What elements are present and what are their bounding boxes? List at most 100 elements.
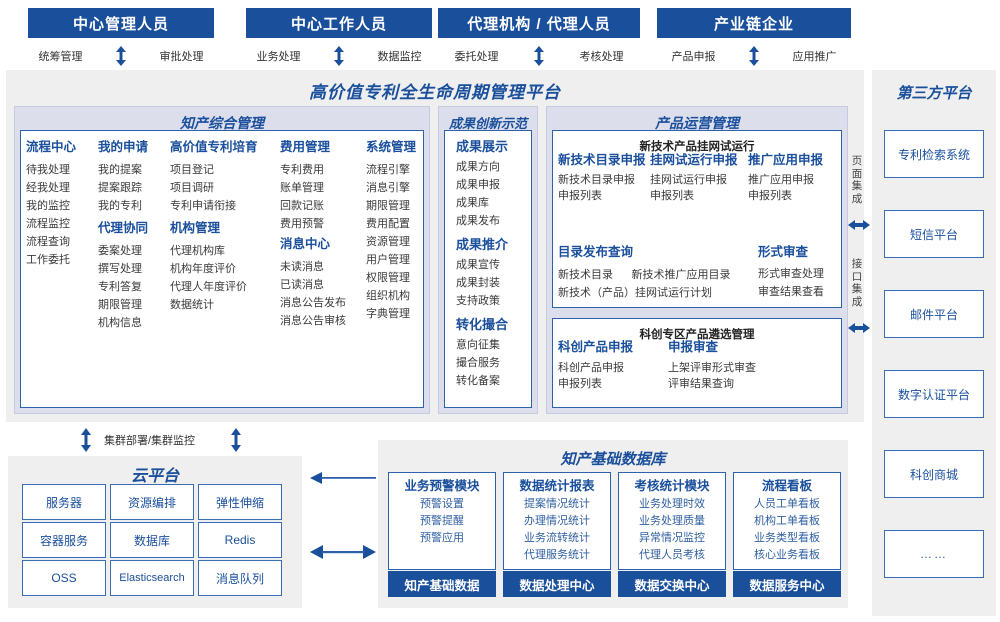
column-item[interactable]: 代理人年度评价	[170, 281, 247, 293]
column-item[interactable]: 上架评审形式审查	[668, 362, 756, 374]
column-item[interactable]: 费用配置	[366, 218, 410, 230]
thirdparty-item-2[interactable]: 邮件平台	[884, 290, 984, 338]
column-item[interactable]: 委案处理	[98, 245, 142, 257]
column-item[interactable]: 回款记账	[280, 200, 324, 212]
column-item[interactable]: 审查结果查看	[758, 286, 824, 298]
column-item[interactable]: 用户管理	[366, 254, 410, 266]
column-item[interactable]: 机构年度评价	[170, 263, 236, 275]
column-item[interactable]: 申报列表	[558, 190, 602, 202]
cloud-tile-0[interactable]: 服务器	[22, 484, 106, 520]
db-column-item[interactable]: 代理服务统计	[524, 549, 590, 561]
column-item[interactable]: 待我处理	[26, 164, 70, 176]
column-item[interactable]: 成果库	[456, 197, 489, 209]
role-bar-2[interactable]: 代理机构 / 代理人员	[438, 8, 640, 38]
column-item[interactable]: 消息公告审核	[280, 315, 346, 327]
column-item[interactable]: 经我处理	[26, 182, 70, 194]
role-bar-1[interactable]: 中心工作人员	[246, 8, 432, 38]
db-column-item[interactable]: 代理人员考核	[639, 549, 705, 561]
column-item[interactable]: 已读消息	[280, 279, 324, 291]
column-item[interactable]: 新技术目录	[558, 269, 613, 281]
column-item[interactable]: 字典管理	[366, 308, 410, 320]
column-item[interactable]: 项目登记	[170, 164, 214, 176]
column-item[interactable]: 组织机构	[366, 290, 410, 302]
cloud-tile-5[interactable]: Redis	[198, 522, 282, 558]
db-column-item[interactable]: 业务处理时效	[639, 498, 705, 510]
column-item[interactable]: 消息公告发布	[280, 297, 346, 309]
column-item[interactable]: 申报列表	[748, 190, 792, 202]
column-item[interactable]: 新技术（产品）挂网试运行计划	[558, 287, 712, 299]
column-item[interactable]: 撰写处理	[98, 263, 142, 275]
thirdparty-item-4[interactable]: 科创商城	[884, 450, 984, 498]
column-item[interactable]: 成果方向	[456, 161, 500, 173]
column-item[interactable]: 费用预警	[280, 218, 324, 230]
db-column-item[interactable]: 预警设置	[420, 498, 464, 510]
column-item[interactable]: 项目调研	[170, 182, 214, 194]
db-column-item[interactable]: 异常情况监控	[639, 532, 705, 544]
column-item[interactable]: 未读消息	[280, 261, 324, 273]
cloud-tile-4[interactable]: 数据库	[110, 522, 194, 558]
column-item[interactable]: 评审结果查询	[668, 378, 734, 390]
column-item[interactable]: 专利费用	[280, 164, 324, 176]
database-footer-2[interactable]: 数据交换中心	[618, 571, 726, 597]
column-item[interactable]: 我的提案	[98, 164, 142, 176]
column-item[interactable]: 转化备案	[456, 375, 500, 387]
db-column-item[interactable]: 预警应用	[420, 532, 464, 544]
column-item[interactable]: 数据统计	[170, 299, 214, 311]
cloud-tile-7[interactable]: Elasticsearch	[110, 560, 194, 596]
column-item[interactable]: 支持政策	[456, 295, 500, 307]
column-item[interactable]: 挂网试运行申报	[650, 174, 727, 186]
column-item[interactable]: 科创产品申报	[558, 362, 624, 374]
db-column-item[interactable]: 办理情况统计	[524, 515, 590, 527]
column-item[interactable]: 流程监控	[26, 218, 70, 230]
db-column-item[interactable]: 业务处理质量	[639, 515, 705, 527]
column-item[interactable]: 撮合服务	[456, 357, 500, 369]
thirdparty-item-3[interactable]: 数字认证平台	[884, 370, 984, 418]
cloud-tile-6[interactable]: OSS	[22, 560, 106, 596]
column-item[interactable]: 机构信息	[98, 317, 142, 329]
column-item[interactable]: 权限管理	[366, 272, 410, 284]
db-column-item[interactable]: 机构工单看板	[754, 515, 820, 527]
column-item[interactable]: 流程查询	[26, 236, 70, 248]
column-item[interactable]: 专利答复	[98, 281, 142, 293]
column-item[interactable]: 新技术推广应用目录	[631, 269, 731, 281]
column-item[interactable]: 推广应用申报	[748, 174, 814, 186]
column-item[interactable]: 成果封装	[456, 277, 500, 289]
column-item[interactable]: 专利申请衔接	[170, 200, 236, 212]
cloud-tile-1[interactable]: 资源编排	[110, 484, 194, 520]
column-item[interactable]: 形式审查处理	[758, 268, 824, 280]
column-item[interactable]: 期限管理	[98, 299, 142, 311]
column-item[interactable]: 账单管理	[280, 182, 324, 194]
db-column-item[interactable]: 核心业务看板	[754, 549, 820, 561]
column-item[interactable]: 工作委托	[26, 254, 70, 266]
db-column-item[interactable]: 人员工单看板	[754, 498, 820, 510]
column-item[interactable]: 成果申报	[456, 179, 500, 191]
column-item[interactable]: 成果发布	[456, 215, 500, 227]
thirdparty-item-0[interactable]: 专利检索系统	[884, 130, 984, 178]
column-item[interactable]: 期限管理	[366, 200, 410, 212]
cloud-tile-2[interactable]: 弹性伸缩	[198, 484, 282, 520]
role-bar-0[interactable]: 中心管理人员	[28, 8, 214, 38]
column-item[interactable]: 我的监控	[26, 200, 70, 212]
column-item[interactable]: 成果宣传	[456, 259, 500, 271]
thirdparty-item-5[interactable]: ……	[884, 530, 984, 578]
role-bar-3[interactable]: 产业链企业	[657, 8, 851, 38]
db-column-item[interactable]: 预警提醒	[420, 515, 464, 527]
db-column-item[interactable]: 业务类型看板	[754, 532, 820, 544]
column-item[interactable]: 申报列表	[558, 378, 602, 390]
column-item[interactable]: 申报列表	[650, 190, 694, 202]
column-item[interactable]: 提案跟踪	[98, 182, 142, 194]
column-item[interactable]: 资源管理	[366, 236, 410, 248]
column-item[interactable]: 流程引擎	[366, 164, 410, 176]
column-item[interactable]: 我的专利	[98, 200, 142, 212]
column-item[interactable]: 消息引擎	[366, 182, 410, 194]
cloud-tile-3[interactable]: 容器服务	[22, 522, 106, 558]
column-item[interactable]: 意向征集	[456, 339, 500, 351]
cloud-tile-8[interactable]: 消息队列	[198, 560, 282, 596]
column-item[interactable]: 代理机构库	[170, 245, 225, 257]
column-item[interactable]: 新技术目录申报	[558, 174, 635, 186]
database-footer-0[interactable]: 知产基础数据	[388, 571, 496, 597]
db-column-item[interactable]: 提案情况统计	[524, 498, 590, 510]
database-footer-3[interactable]: 数据服务中心	[733, 571, 841, 597]
database-footer-1[interactable]: 数据处理中心	[503, 571, 611, 597]
thirdparty-item-1[interactable]: 短信平台	[884, 210, 984, 258]
